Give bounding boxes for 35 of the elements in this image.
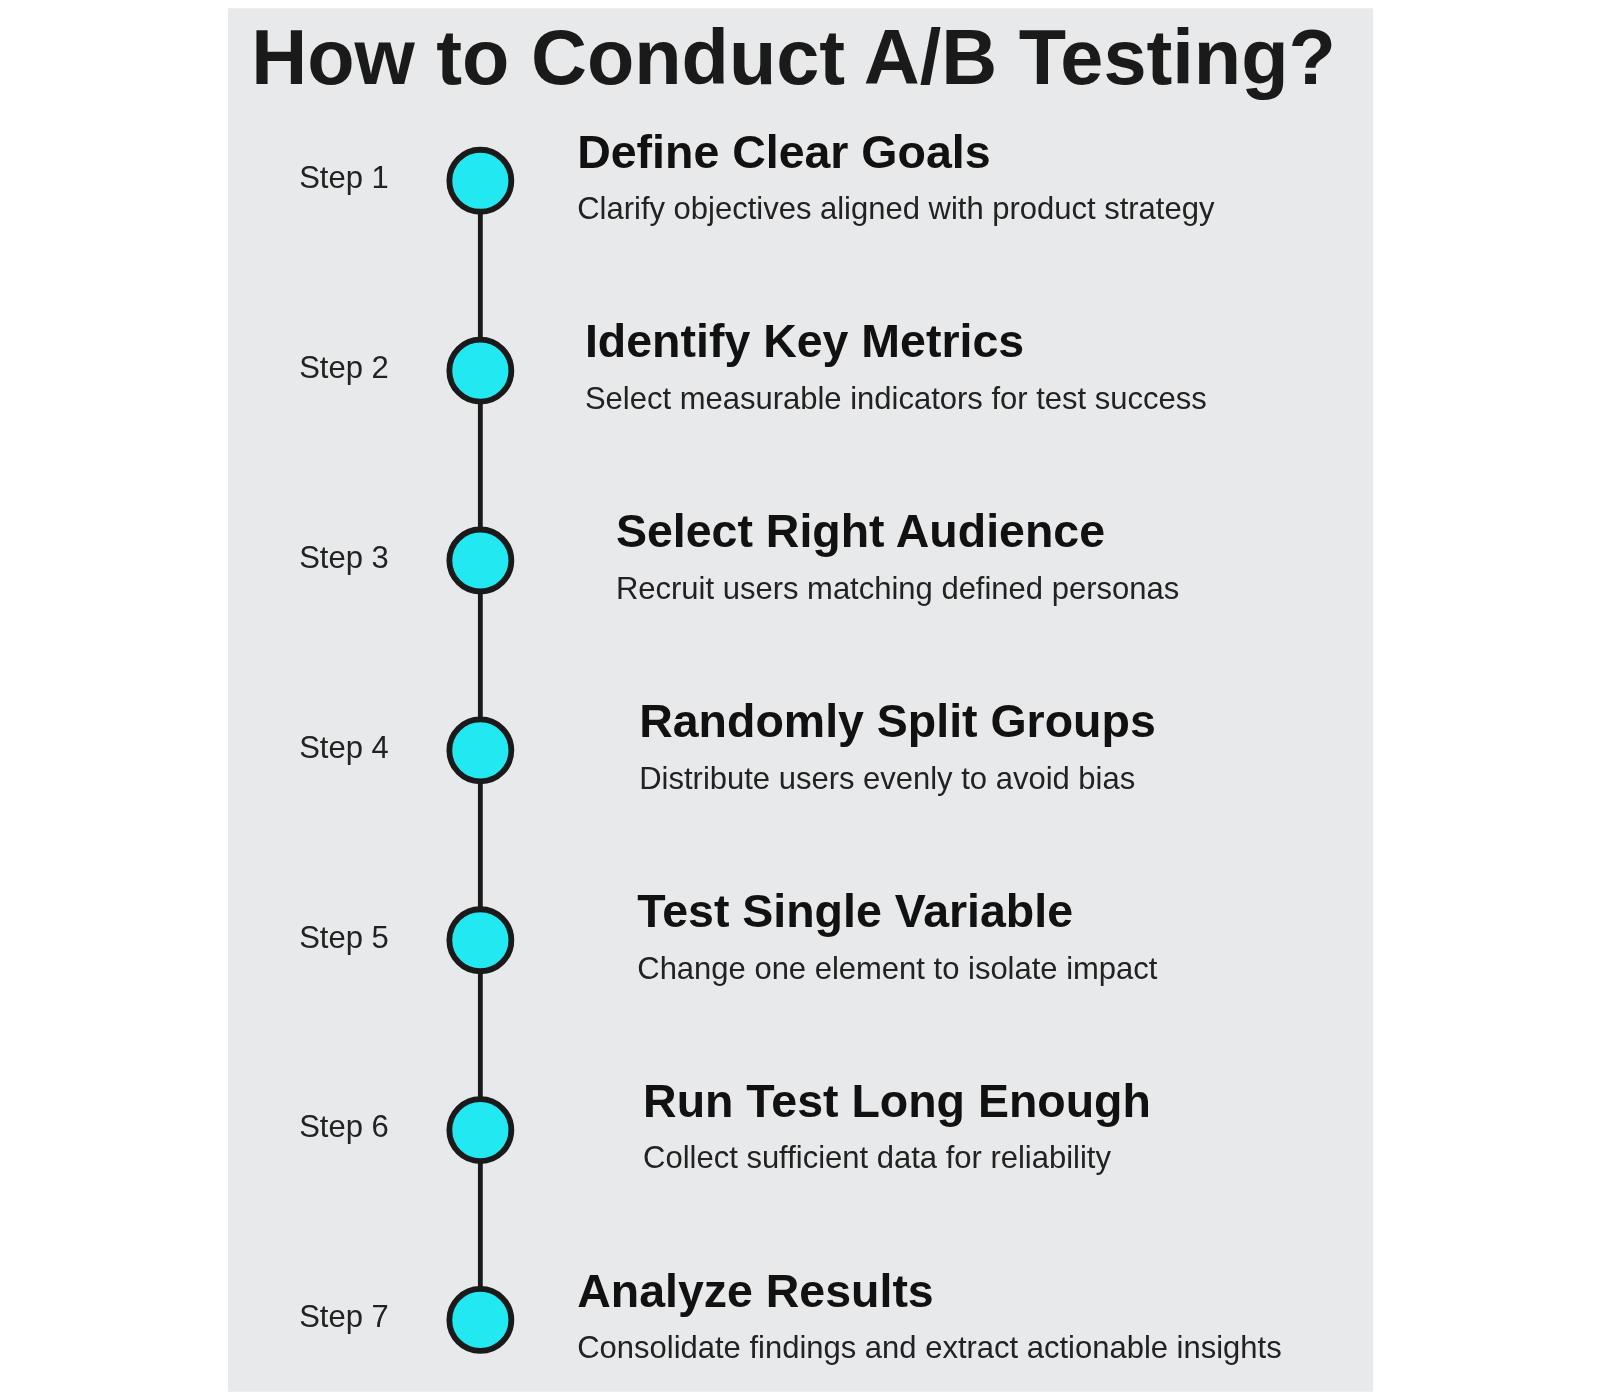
node-label: Step 6 — [298, 1109, 389, 1145]
node-label: Test Single Variable — [636, 885, 1073, 938]
node-label: Step 7 — [298, 1299, 389, 1335]
node-label: Clarify objectives aligned with product strategy — [576, 191, 1214, 227]
connector — [477, 211, 483, 340]
connector — [477, 591, 483, 719]
node-label: Randomly Split Groups — [638, 695, 1156, 748]
node-circle — [445, 906, 514, 975]
node-label: Change one element to isolate impact — [636, 950, 1157, 986]
node-label: Select measurable indicators for test success — [584, 381, 1207, 416]
node-circle — [445, 1096, 514, 1164]
node-label: Recruit users matching defined personas — [615, 570, 1179, 606]
connector — [477, 1161, 483, 1289]
node-label: Step 1 — [298, 160, 389, 196]
node-label: Distribute users evenly to avoid bias — [638, 760, 1135, 796]
node-label: Analyze Results — [576, 1264, 934, 1317]
node-circle — [445, 526, 514, 595]
node-label: Step 3 — [298, 539, 389, 575]
node-circle — [445, 1286, 514, 1354]
node-label: Collect sufficient data for reliability — [642, 1140, 1111, 1176]
node-label: Run Test Long Enough — [642, 1074, 1151, 1127]
node-label: Select Right Audience — [615, 505, 1105, 558]
connector — [477, 781, 483, 909]
connector — [477, 971, 483, 1099]
node-label: Step 4 — [298, 729, 389, 765]
diagram-title: How to Conduct A/B Testing? — [250, 13, 1336, 100]
node-circle — [445, 336, 514, 405]
node-circle — [445, 146, 514, 215]
node-label: Consolidate findings and extract actionable insights — [576, 1330, 1282, 1366]
node-circle — [445, 716, 514, 785]
node-label: Step 5 — [298, 919, 389, 955]
connector — [477, 401, 483, 530]
node-label: Step 2 — [298, 350, 389, 386]
node-label: Define Clear Goals — [576, 125, 991, 178]
node-label: Identify Key Metrics — [584, 315, 1024, 368]
